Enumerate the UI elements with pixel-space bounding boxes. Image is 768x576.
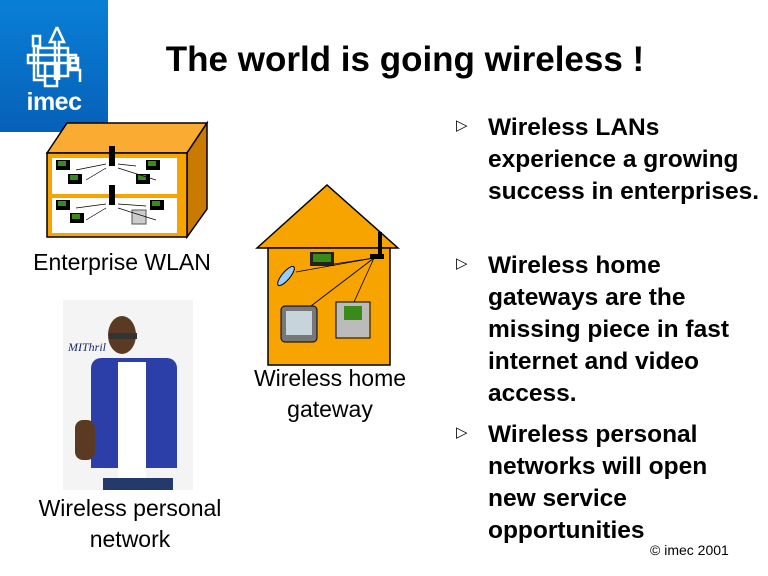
bullet-triangle-icon: ▷ [456, 424, 468, 441]
enterprise-building-illustration [45, 120, 209, 240]
home-gateway-illustration [255, 183, 400, 366]
bullet-text: Wireless LANs experience a growing succe… [488, 114, 760, 205]
person-arm [75, 420, 95, 460]
photo-caption: MIThril [68, 340, 107, 354]
bullet-text: Wireless personal networks will open new… [488, 421, 708, 544]
imec-logo: imec [0, 0, 108, 132]
bullet-text: Wireless home gateways are the missing p… [488, 252, 729, 407]
imec-logo-mark-icon [26, 26, 82, 88]
personal-network-label-line1: Wireless personal [38, 495, 222, 521]
personal-network-label-line2: network [89, 526, 171, 552]
home-gateway-label-line1: Wireless home [253, 365, 407, 391]
copyright-footer: © imec 2001 [650, 542, 729, 558]
person-shirt [118, 362, 146, 480]
person-sunglasses [109, 333, 137, 339]
slide-title: The world is going wireless ! [165, 40, 645, 79]
logo-text: imec [26, 88, 82, 116]
home-gateway-label-line2: gateway [287, 396, 373, 422]
person-pants [103, 478, 173, 490]
bullet-triangle-icon: ▷ [456, 255, 468, 272]
bullet-triangle-icon: ▷ [456, 117, 468, 134]
personal-network-photo: MIThril [63, 300, 193, 490]
enterprise-wlan-label: Enterprise WLAN [33, 249, 211, 275]
